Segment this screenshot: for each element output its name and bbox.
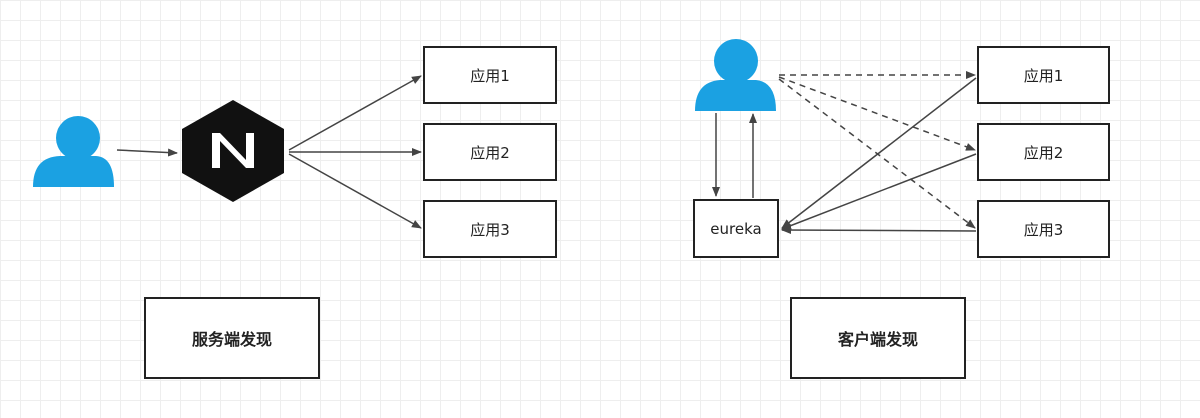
server-side-arrows	[116, 75, 422, 229]
dashed-arrow-to-app2	[778, 76, 976, 151]
arrow-app2-to-eureka	[781, 153, 977, 230]
app-label: 应用2	[470, 143, 510, 162]
app-box-3: 应用3	[977, 200, 1110, 258]
eureka-label: eureka	[710, 219, 762, 238]
arrow-app3-to-eureka	[781, 226, 977, 235]
user-icon	[33, 116, 114, 187]
arrow-user-to-nginx	[116, 148, 178, 157]
arrow-nginx-to-app1	[288, 75, 422, 151]
app-label: 应用1	[1023, 66, 1064, 85]
nginx-icon	[182, 100, 284, 202]
app-box-2: 应用2	[423, 123, 557, 181]
arrow-app1-to-eureka	[781, 77, 977, 229]
app-label: 应用3	[1023, 220, 1064, 239]
client-side-arrows	[712, 71, 977, 235]
client-side-discovery-label: 客户端发现	[790, 297, 966, 379]
eureka-box: eureka	[693, 199, 779, 258]
user-icon	[695, 39, 776, 111]
app-label: 应用3	[470, 220, 510, 239]
app-label: 应用2	[1023, 143, 1064, 162]
app-box-2: 应用2	[977, 123, 1110, 181]
app-box-3: 应用3	[423, 200, 557, 258]
dashed-arrow-to-app3	[778, 78, 976, 229]
app-label: 应用1	[470, 66, 510, 85]
server-side-discovery-label: 服务端发现	[144, 297, 320, 379]
app-box-1: 应用1	[977, 46, 1110, 104]
app-box-1: 应用1	[423, 46, 557, 104]
arrow-nginx-to-app3	[288, 153, 422, 229]
